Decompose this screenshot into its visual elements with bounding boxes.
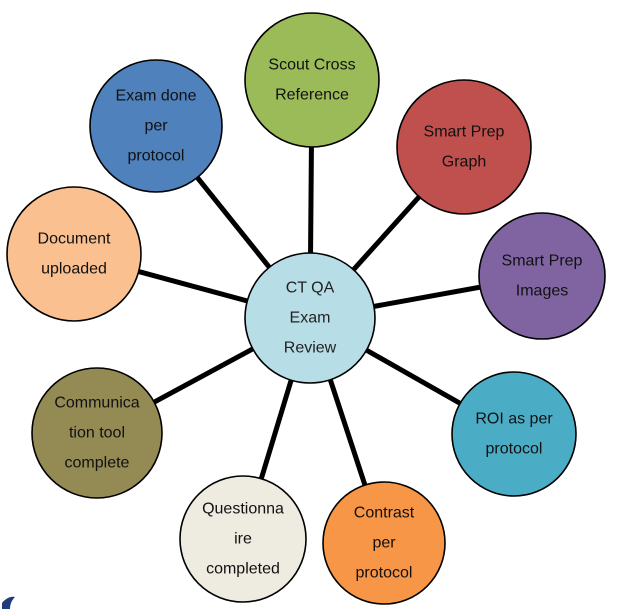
node-label-contrast-per-protocol-line-1: Contrast — [354, 505, 415, 522]
logo-mark — [2, 596, 15, 609]
center-label-line-3: Review — [284, 340, 337, 357]
node-label-questionnaire-completed-line-1: Questionna — [202, 501, 284, 518]
node-exam-done-per-protocol: Exam done per protocol — [89, 59, 223, 193]
node-label-document-uploaded-line-1: Document — [38, 231, 111, 248]
center-label-line-2: Exam — [290, 310, 331, 327]
node-label-scout-cross-reference-line-1: Scout Cross — [268, 57, 355, 74]
node-communication-tool-complete: Communica tion tool complete — [31, 367, 163, 499]
node-circle-communication-tool-complete — [31, 367, 163, 499]
node-circle-document-uploaded — [6, 186, 142, 322]
node-label-scout-cross-reference-line-2: Reference — [275, 87, 349, 104]
node-label-contrast-per-protocol-line-3: protocol — [356, 565, 413, 582]
node-circle-exam-done-per-protocol — [89, 59, 223, 193]
center-label-line-1: CT QA — [286, 280, 335, 297]
node-label-roi-as-per-protocol-line-1: ROI as per — [475, 411, 553, 428]
node-contrast-per-protocol: Contrast per protocol — [322, 481, 446, 605]
node-label-smart-prep-graph-line-2: Graph — [442, 154, 486, 171]
corner-logo-fragment — [2, 596, 15, 609]
node-circle-contrast-per-protocol — [322, 481, 446, 605]
node-questionnaire-completed: Questionna ire completed — [179, 475, 307, 603]
node-label-exam-done-per-protocol-line-3: protocol — [128, 148, 185, 165]
node-circle-smart-prep-images — [478, 212, 606, 340]
node-roi-as-per-protocol: ROI as per protocol — [451, 371, 577, 497]
node-document-uploaded: Document uploaded — [6, 186, 142, 322]
node-label-communication-tool-complete-line-3: complete — [65, 455, 130, 472]
node-label-exam-done-per-protocol-line-2: per — [144, 118, 168, 135]
center-circle — [244, 252, 376, 384]
node-circle-scout-cross-reference — [244, 12, 380, 148]
node-label-document-uploaded-line-2: uploaded — [41, 261, 107, 278]
node-label-smart-prep-images-line-1: Smart Prep — [502, 253, 583, 270]
node-label-exam-done-per-protocol-line-1: Exam done — [116, 88, 197, 105]
node-label-communication-tool-complete-line-2: tion tool — [69, 425, 125, 442]
node-label-smart-prep-graph-line-1: Smart Prep — [424, 124, 505, 141]
node-label-contrast-per-protocol-line-2: per — [372, 535, 396, 552]
node-label-smart-prep-images-line-2: Images — [516, 283, 568, 300]
node-label-questionnaire-completed-line-3: completed — [206, 561, 280, 578]
node-circle-roi-as-per-protocol — [451, 371, 577, 497]
node-label-questionnaire-completed-line-2: ire — [234, 531, 252, 548]
node-circle-smart-prep-graph — [396, 79, 532, 215]
node-label-communication-tool-complete-line-1: Communica — [54, 395, 139, 412]
node-label-roi-as-per-protocol-line-2: protocol — [486, 441, 543, 458]
node-circle-questionnaire-completed — [179, 475, 307, 603]
